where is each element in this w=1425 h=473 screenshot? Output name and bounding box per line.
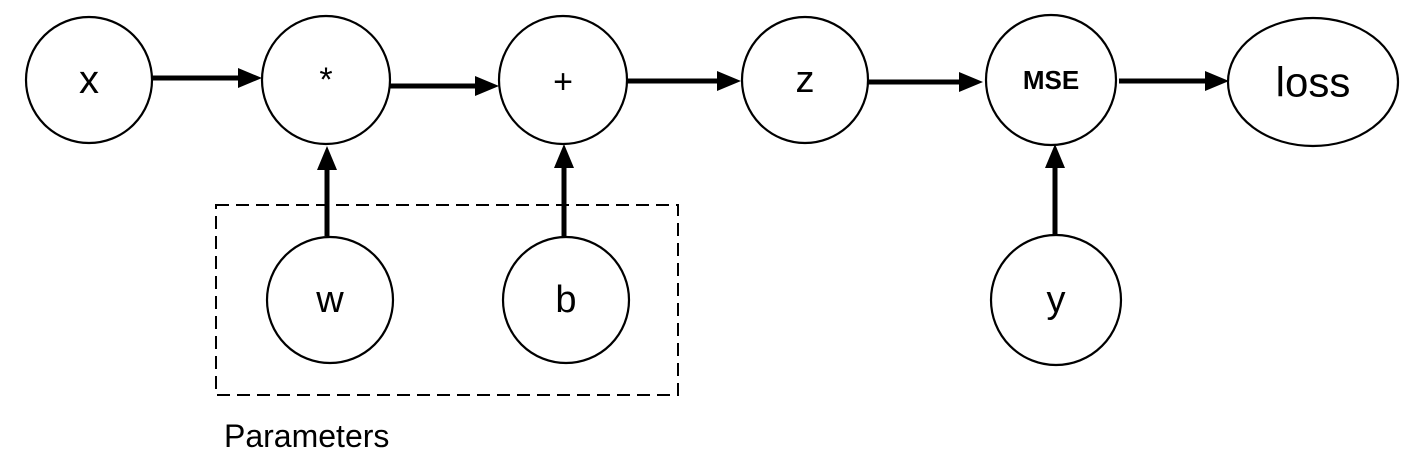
node-x: x	[24, 15, 154, 145]
node-add: +	[497, 14, 629, 146]
node-y: y	[989, 233, 1123, 367]
edge-z-to-mse	[867, 72, 983, 92]
parameters-group-box	[215, 204, 679, 396]
node-y-label: y	[1047, 279, 1066, 321]
edge-mul-to-add	[390, 76, 499, 96]
node-mse-label: MSE	[1023, 65, 1079, 95]
node-w-label: w	[315, 279, 344, 321]
node-w: w	[265, 235, 395, 365]
node-mse: MSE	[984, 13, 1118, 147]
node-loss: loss	[1226, 16, 1400, 148]
node-b-label: b	[555, 279, 576, 321]
parameters-group-label: Parameters	[224, 418, 389, 454]
node-b: b	[501, 235, 631, 365]
edge-y-to-mse	[1045, 144, 1065, 238]
edge-b-to-add	[554, 144, 574, 238]
node-z: z	[740, 15, 870, 145]
edge-add-to-z	[627, 71, 741, 91]
edge-mse-to-loss	[1119, 71, 1229, 91]
node-multiply-label: *	[319, 61, 332, 99]
node-multiply: *	[260, 14, 392, 146]
node-x-label: x	[79, 58, 99, 102]
node-add-label: +	[553, 63, 573, 101]
edge-w-to-mul	[317, 146, 337, 236]
node-loss-label: loss	[1276, 59, 1351, 106]
node-z-label: z	[796, 59, 815, 101]
edge-x-to-mul	[152, 68, 262, 88]
